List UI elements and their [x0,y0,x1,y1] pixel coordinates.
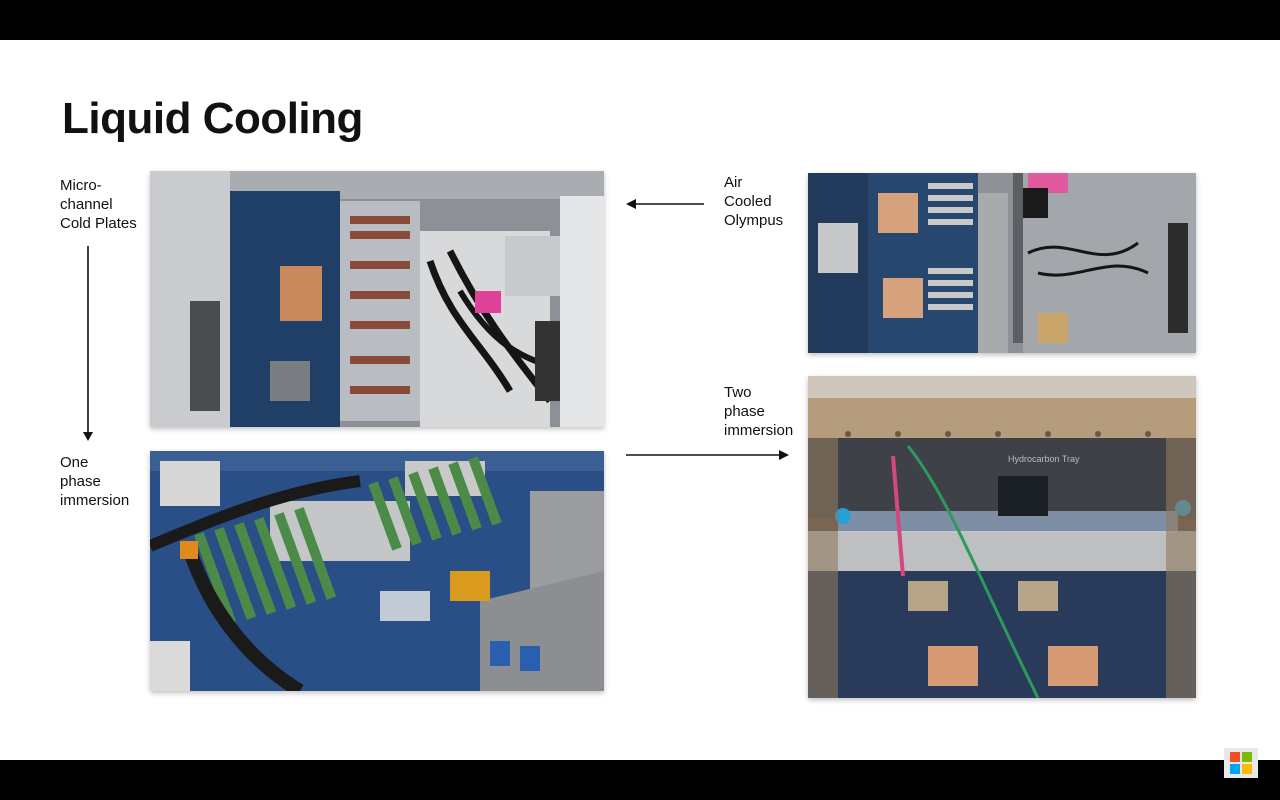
logo-square [1230,752,1240,762]
arrow-right-icon [626,450,789,460]
presentation-slide: Liquid Cooling Micro- channel Cold Plate… [0,40,1280,760]
air-cooled-olympus-photo [808,173,1196,353]
label-line: immersion [60,492,130,509]
label-line: channel [60,196,113,213]
tray-label-text: Hydrocarbon Tray [1008,454,1080,464]
slide-title: Liquid Cooling [62,94,363,143]
video-top-letterbox [0,0,1280,40]
label-line: Micro- [60,177,102,194]
label-line: Cooled [724,193,772,210]
microsoft-logo-icon [1224,748,1258,778]
arrow-left-icon [626,199,704,209]
label-line: Cold Plates [60,215,137,232]
one-phase-immersion-photo [150,451,604,691]
logo-square [1230,764,1240,774]
label-line: Two [724,384,752,401]
label-one-phase-immersion: One phase immersion [60,453,129,510]
label-air-cooled-olympus: Air Cooled Olympus [724,173,783,230]
label-line: phase [60,473,101,490]
label-two-phase-immersion: Two phase immersion [724,383,793,440]
arrow-down-icon [83,246,93,441]
two-phase-immersion-photo: Hydrocarbon Tray [808,376,1196,698]
label-line: Air [724,174,743,191]
label-line: Olympus [724,212,784,229]
logo-square [1242,752,1252,762]
logo-square [1242,764,1252,774]
label-line: One [60,454,89,471]
cold-plates-server-photo [150,171,604,427]
label-line: phase [724,403,765,420]
label-line: immersion [724,422,794,439]
video-bottom-letterbox [0,760,1280,800]
label-micro-channel-cold-plates: Micro- channel Cold Plates [60,176,137,233]
